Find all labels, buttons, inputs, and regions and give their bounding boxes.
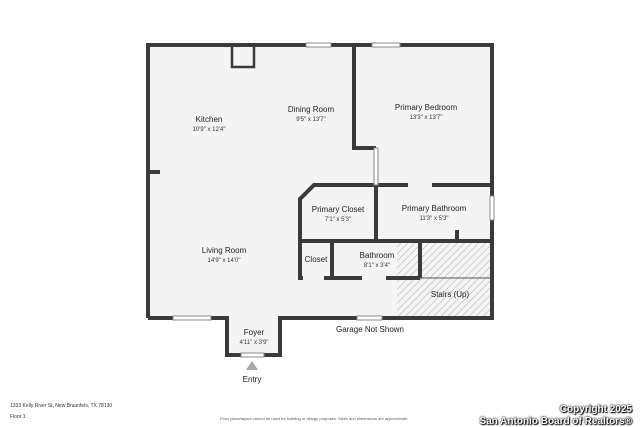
- entry-arrow-icon: [246, 361, 258, 370]
- room-name-living: Living Room: [202, 246, 247, 255]
- floor-label: Floor 1: [10, 414, 26, 420]
- copyright-line-2: San Antonio Board of Realtors®: [479, 416, 632, 427]
- room-dims-primary-bathroom: 11'3" x 5'3": [419, 216, 448, 222]
- room-name-kitchen: Kitchen: [196, 115, 223, 124]
- room-name-bathroom: Bathroom: [360, 251, 395, 260]
- room-name-closet: Closet: [305, 255, 328, 264]
- kitchen-niche: [230, 47, 256, 69]
- room-name-foyer: Foyer: [244, 328, 265, 337]
- room-name-stairs: Stairs (Up): [431, 290, 470, 299]
- room-dims-bathroom: 8'1" x 3'4": [364, 263, 390, 269]
- room-dims-living: 14'9" x 14'0": [208, 258, 241, 264]
- address: 1333 Kelly River St, New Braunfels, TX 7…: [10, 403, 113, 409]
- room-dims-dining: 9'5" x 13'7": [296, 117, 326, 123]
- stairs-hatch: [397, 243, 492, 318]
- copyright-line-1: Copyright 2025: [559, 404, 632, 415]
- room-dims-primary-closet: 7'1" x 5'3": [325, 217, 351, 223]
- garage-label: Garage Not Shown: [336, 325, 404, 334]
- room-name-primary-closet: Primary Closet: [312, 205, 365, 214]
- room-dims-foyer: 4'11" x 3'9": [239, 340, 268, 346]
- entry-label: Entry: [243, 375, 262, 384]
- room-dims-primary-bedroom: 13'3" x 13'7": [410, 115, 443, 121]
- room-name-primary-bedroom: Primary Bedroom: [395, 103, 458, 112]
- room-name-dining: Dining Room: [288, 105, 335, 114]
- room-dims-kitchen: 10'9" x 12'4": [193, 127, 226, 133]
- windows: [172, 42, 495, 358]
- room-name-primary-bathroom: Primary Bathroom: [402, 204, 467, 213]
- disclaimer: Floor plans/layout cannot be used for bu…: [220, 416, 409, 421]
